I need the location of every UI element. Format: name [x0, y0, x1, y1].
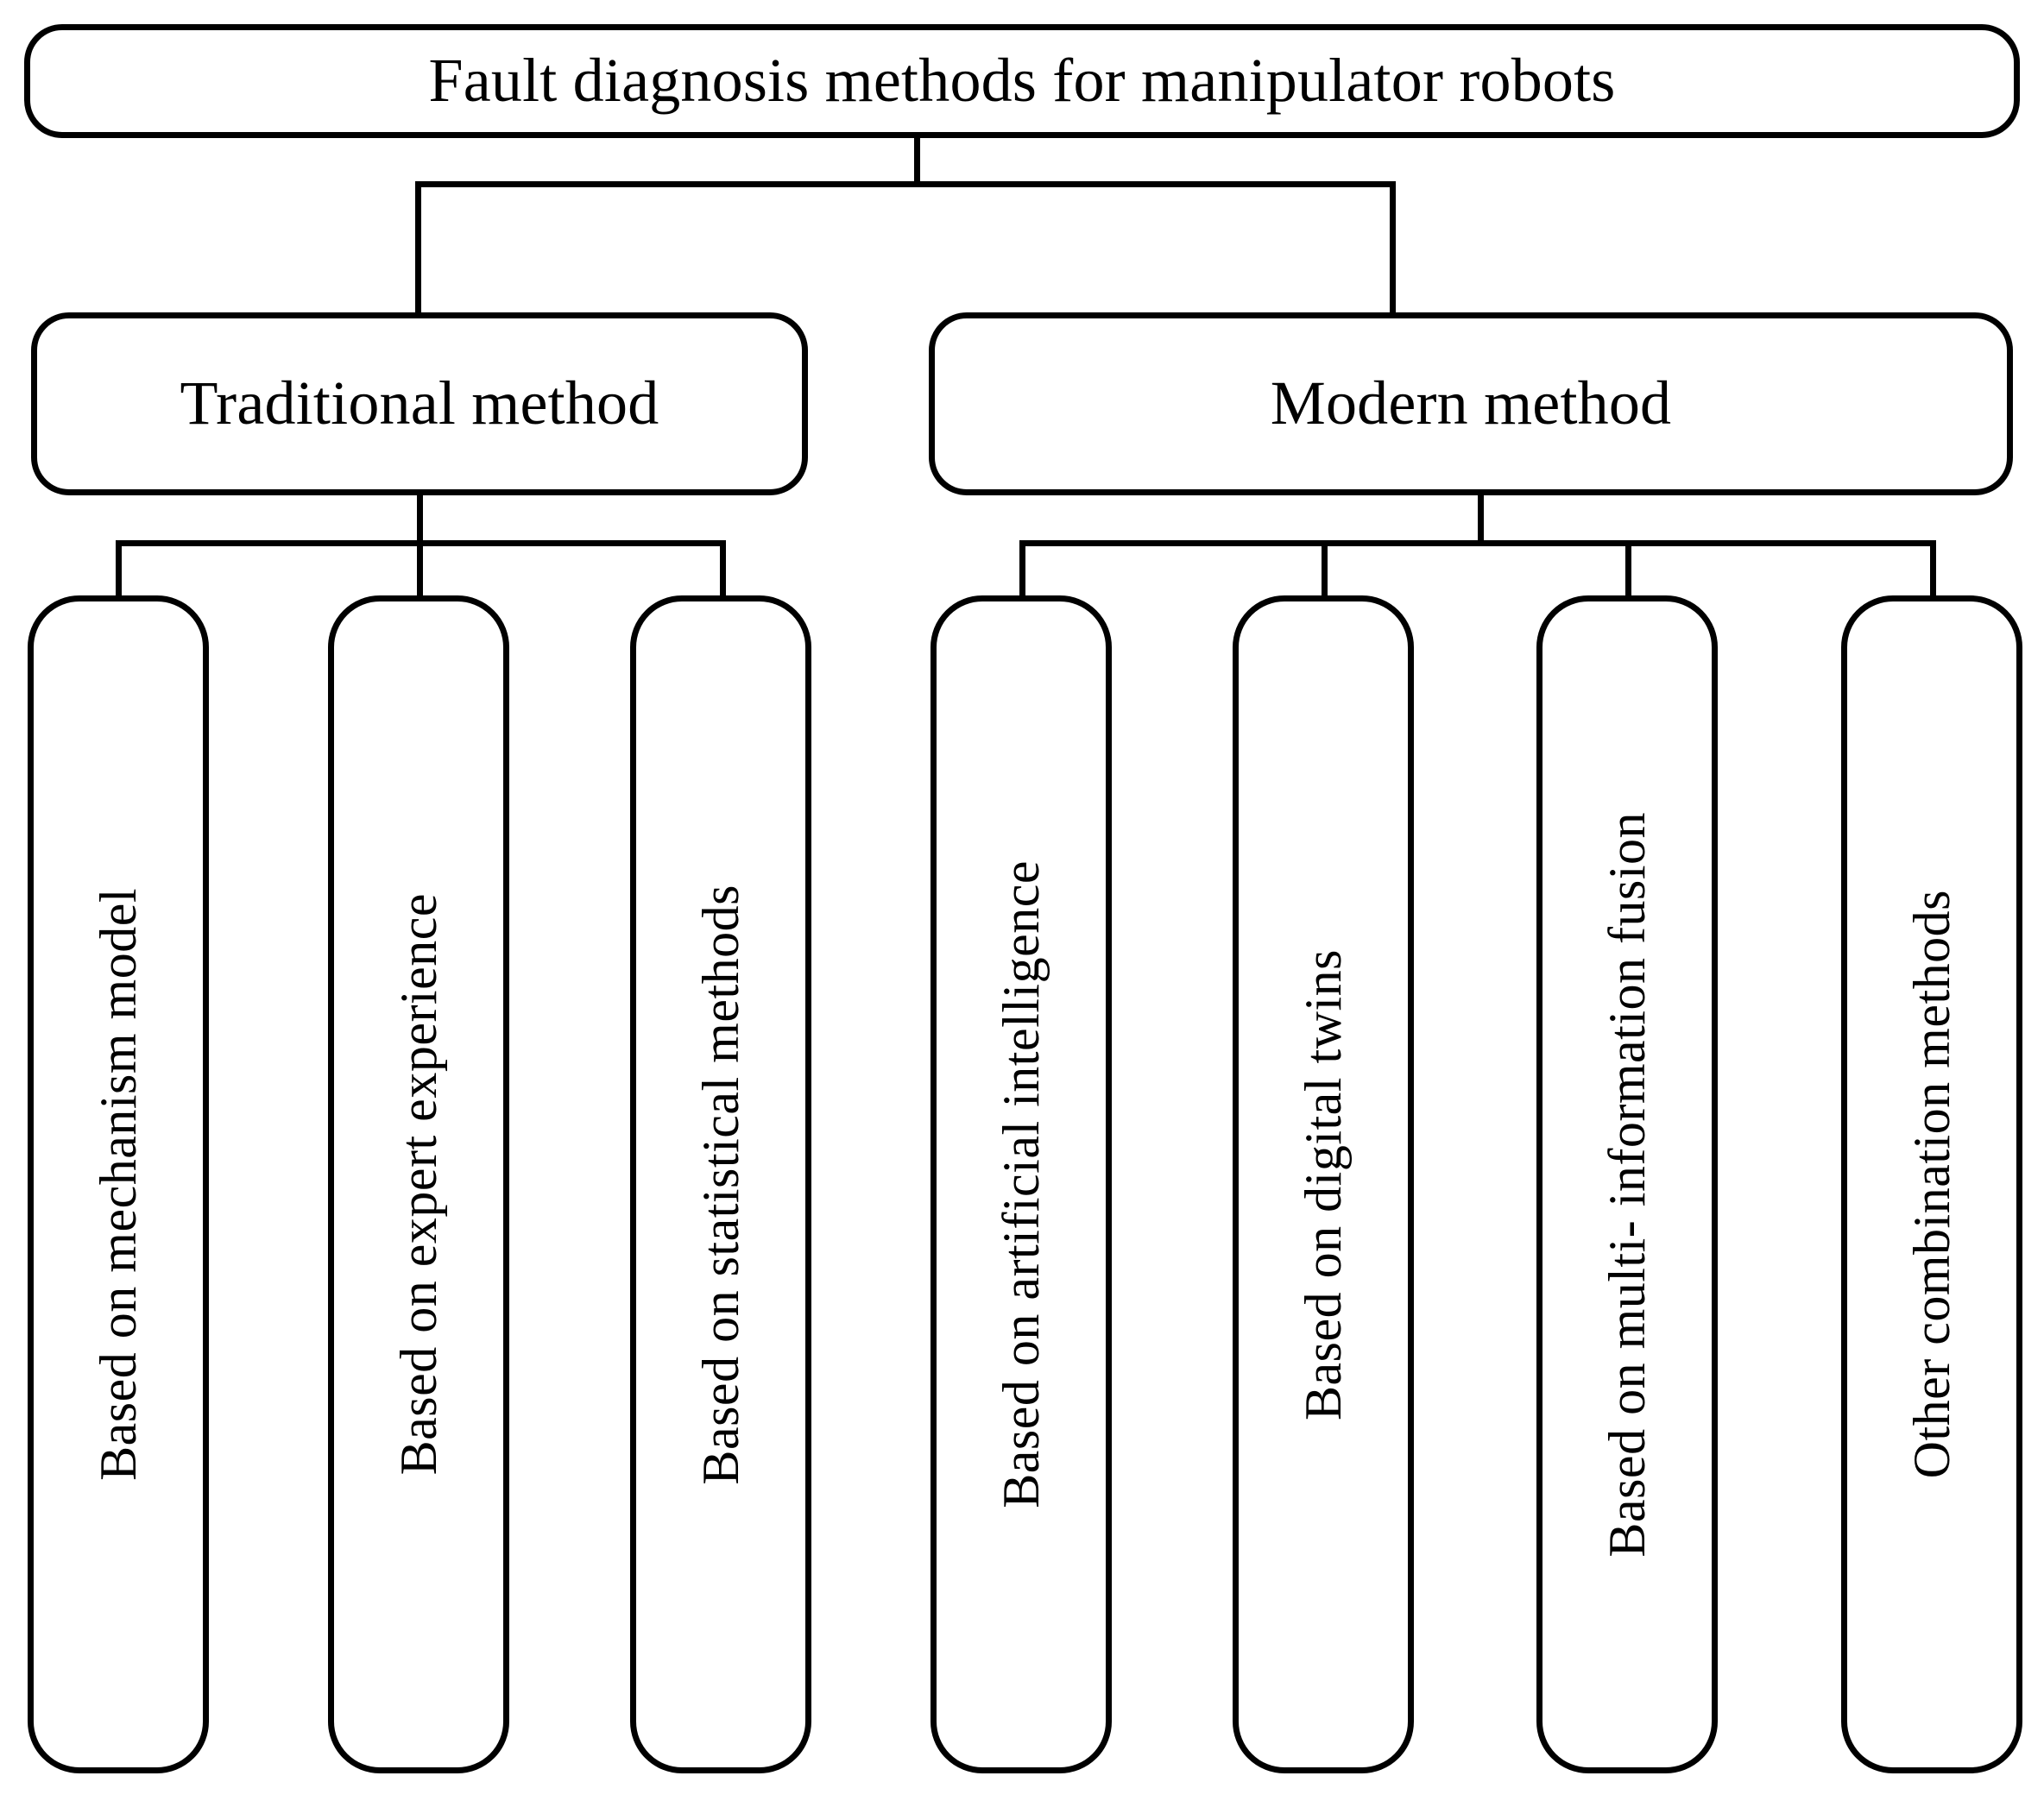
connector-traditional-to-leaf-1: [116, 540, 122, 644]
node-traditional-method-label: Traditional method: [180, 368, 659, 438]
connector-modern-to-leaf-2: [1322, 540, 1328, 644]
node-based-on-multi-information-fusion-label: Based on multi- information fusion: [1599, 811, 1656, 1558]
node-based-on-multi-information-fusion[interactable]: Based on multi- information fusion: [1536, 595, 1718, 1773]
node-based-on-digital-twins[interactable]: Based on digital twins: [1233, 595, 1414, 1773]
node-modern-method[interactable]: Modern method: [929, 312, 2013, 495]
connector-modern-to-leaf-3: [1625, 540, 1631, 644]
node-other-combination-methods-label: Other combination methods: [1903, 890, 1960, 1479]
connector-modern-stem: [1478, 495, 1484, 544]
node-based-on-artificial-intelligence-label: Based on artificial intelligence: [993, 860, 1050, 1508]
connector-root-bus: [415, 181, 1396, 187]
node-based-on-expert-experience[interactable]: Based on expert experience: [328, 595, 509, 1773]
node-root-label: Fault diagnosis methods for manipulator …: [428, 46, 1616, 116]
node-based-on-mechanism-model-label: Based on mechanism model: [90, 888, 147, 1481]
node-other-combination-methods[interactable]: Other combination methods: [1841, 595, 2022, 1773]
connector-traditional-to-leaf-3: [720, 540, 726, 644]
node-based-on-statistical-methods-label: Based on statistical methods: [692, 884, 749, 1485]
node-modern-method-label: Modern method: [1270, 368, 1672, 438]
connector-modern-bus: [1019, 540, 1936, 546]
node-root[interactable]: Fault diagnosis methods for manipulator …: [24, 24, 2020, 138]
connector-modern-to-leaf-1: [1019, 540, 1025, 644]
connector-root-stem: [914, 138, 920, 186]
connector-traditional-to-leaf-2: [417, 540, 423, 644]
connector-root-to-traditional: [415, 181, 421, 314]
node-based-on-mechanism-model[interactable]: Based on mechanism model: [28, 595, 209, 1773]
node-based-on-digital-twins-label: Based on digital twins: [1295, 948, 1352, 1420]
connector-modern-to-leaf-4: [1930, 540, 1936, 644]
connector-traditional-stem: [417, 495, 423, 544]
node-based-on-statistical-methods[interactable]: Based on statistical methods: [630, 595, 811, 1773]
node-traditional-method[interactable]: Traditional method: [31, 312, 808, 495]
node-based-on-expert-experience-label: Based on expert experience: [390, 893, 447, 1476]
connector-root-to-modern: [1390, 181, 1396, 314]
node-based-on-artificial-intelligence[interactable]: Based on artificial intelligence: [931, 595, 1112, 1773]
